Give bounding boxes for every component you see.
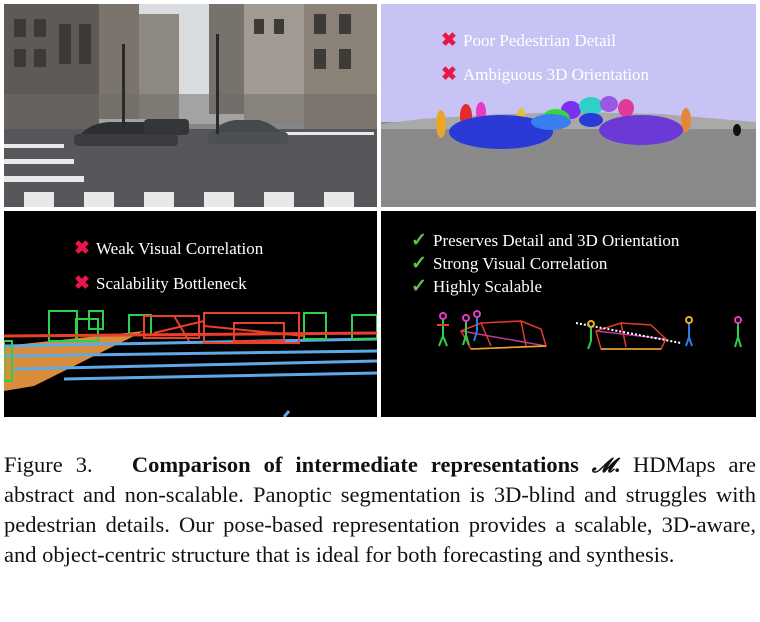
segmentation-item-2-text: Ambiguous 3D Orientation	[463, 65, 649, 85]
cross-icon: ✖	[441, 63, 463, 86]
check-icon: ✓	[411, 252, 433, 275]
street-photo-panel	[4, 4, 377, 207]
cross-icon: ✖	[74, 272, 96, 295]
segmentation-item-2: ✖ Ambiguous 3D Orientation	[441, 63, 649, 86]
segmentation-item-1: ✖ Poor Pedestrian Detail	[441, 29, 616, 52]
pose-item-2-text: Strong Visual Correlation	[433, 254, 607, 274]
segmentation-panel: ✖ Poor Pedestrian Detail ✖ Ambiguous 3D …	[381, 4, 756, 207]
cross-icon: ✖	[74, 237, 96, 260]
hdmap-item-2-text: Scalability Bottleneck	[96, 274, 247, 294]
street-photo	[4, 4, 377, 207]
pose-item-2: ✓ Strong Visual Correlation	[411, 252, 607, 275]
pose-item-3: ✓ Highly Scalable	[411, 275, 542, 298]
caption-symbol: 𝓜	[592, 453, 614, 477]
hdmap-item-2: ✖ Scalability Bottleneck	[74, 272, 247, 295]
check-icon: ✓	[411, 275, 433, 298]
figure-caption: Figure 3. Comparison of intermediate rep…	[4, 450, 756, 570]
check-icon: ✓	[411, 229, 433, 252]
pose-item-1-text: Preserves Detail and 3D Orientation	[433, 231, 679, 251]
cross-icon: ✖	[441, 29, 463, 52]
caption-title: Comparison of intermediate representatio…	[132, 452, 579, 477]
pose-item-3-text: Highly Scalable	[433, 277, 542, 297]
hdmap-panel: ✖ Weak Visual Correlation ✖ Scalability …	[4, 211, 377, 417]
pose-item-1: ✓ Preserves Detail and 3D Orientation	[411, 229, 679, 252]
segmentation-item-1-text: Poor Pedestrian Detail	[463, 31, 616, 51]
figure-grid: ✖ Poor Pedestrian Detail ✖ Ambiguous 3D …	[4, 4, 756, 417]
hdmap-item-1-text: Weak Visual Correlation	[96, 239, 263, 259]
caption-period: .	[614, 452, 620, 477]
caption-label: Figure 3.	[4, 452, 93, 477]
pose-panel: ✓ Preserves Detail and 3D Orientation ✓ …	[381, 211, 756, 417]
hdmap-item-1: ✖ Weak Visual Correlation	[74, 237, 263, 260]
